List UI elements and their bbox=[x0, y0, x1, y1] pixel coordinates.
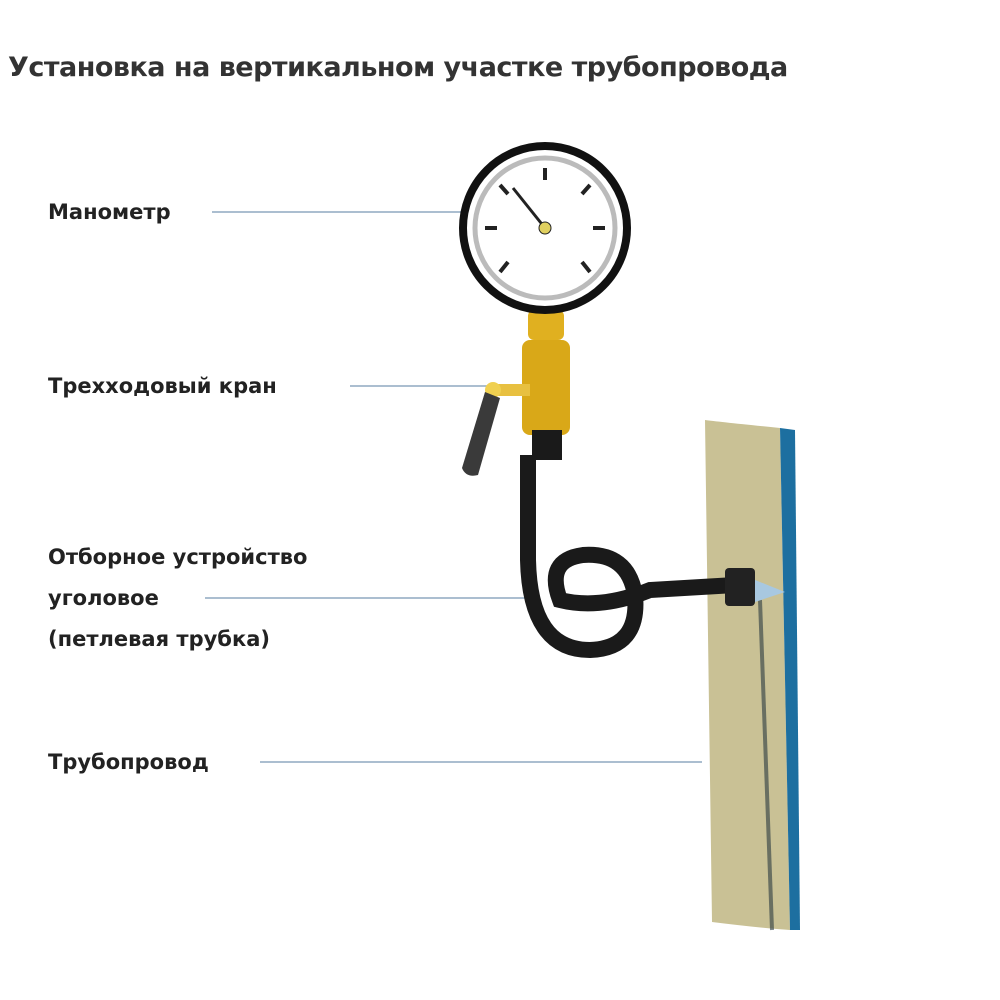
diagram-title: Установка на вертикальном участке трубоп… bbox=[8, 52, 788, 83]
three-way-valve bbox=[462, 310, 570, 476]
label-gauge: Манометр bbox=[48, 200, 171, 224]
fitting-tip bbox=[755, 580, 785, 602]
siphon-tube bbox=[520, 455, 736, 659]
gauge-needle bbox=[511, 187, 547, 229]
label-siphon-3: (петлевая трубка) bbox=[48, 627, 270, 651]
label-valve: Трехходовый кран bbox=[48, 374, 277, 398]
leader-lines bbox=[205, 211, 702, 763]
label-siphon-2: уголовое bbox=[48, 586, 159, 610]
tube-fitting bbox=[725, 568, 755, 606]
pipeline bbox=[705, 420, 800, 931]
label-siphon-1: Отборное устройство bbox=[48, 545, 308, 569]
valve-handle bbox=[462, 392, 500, 476]
pressure-gauge bbox=[459, 142, 631, 314]
label-pipeline: Трубопровод bbox=[48, 750, 209, 774]
